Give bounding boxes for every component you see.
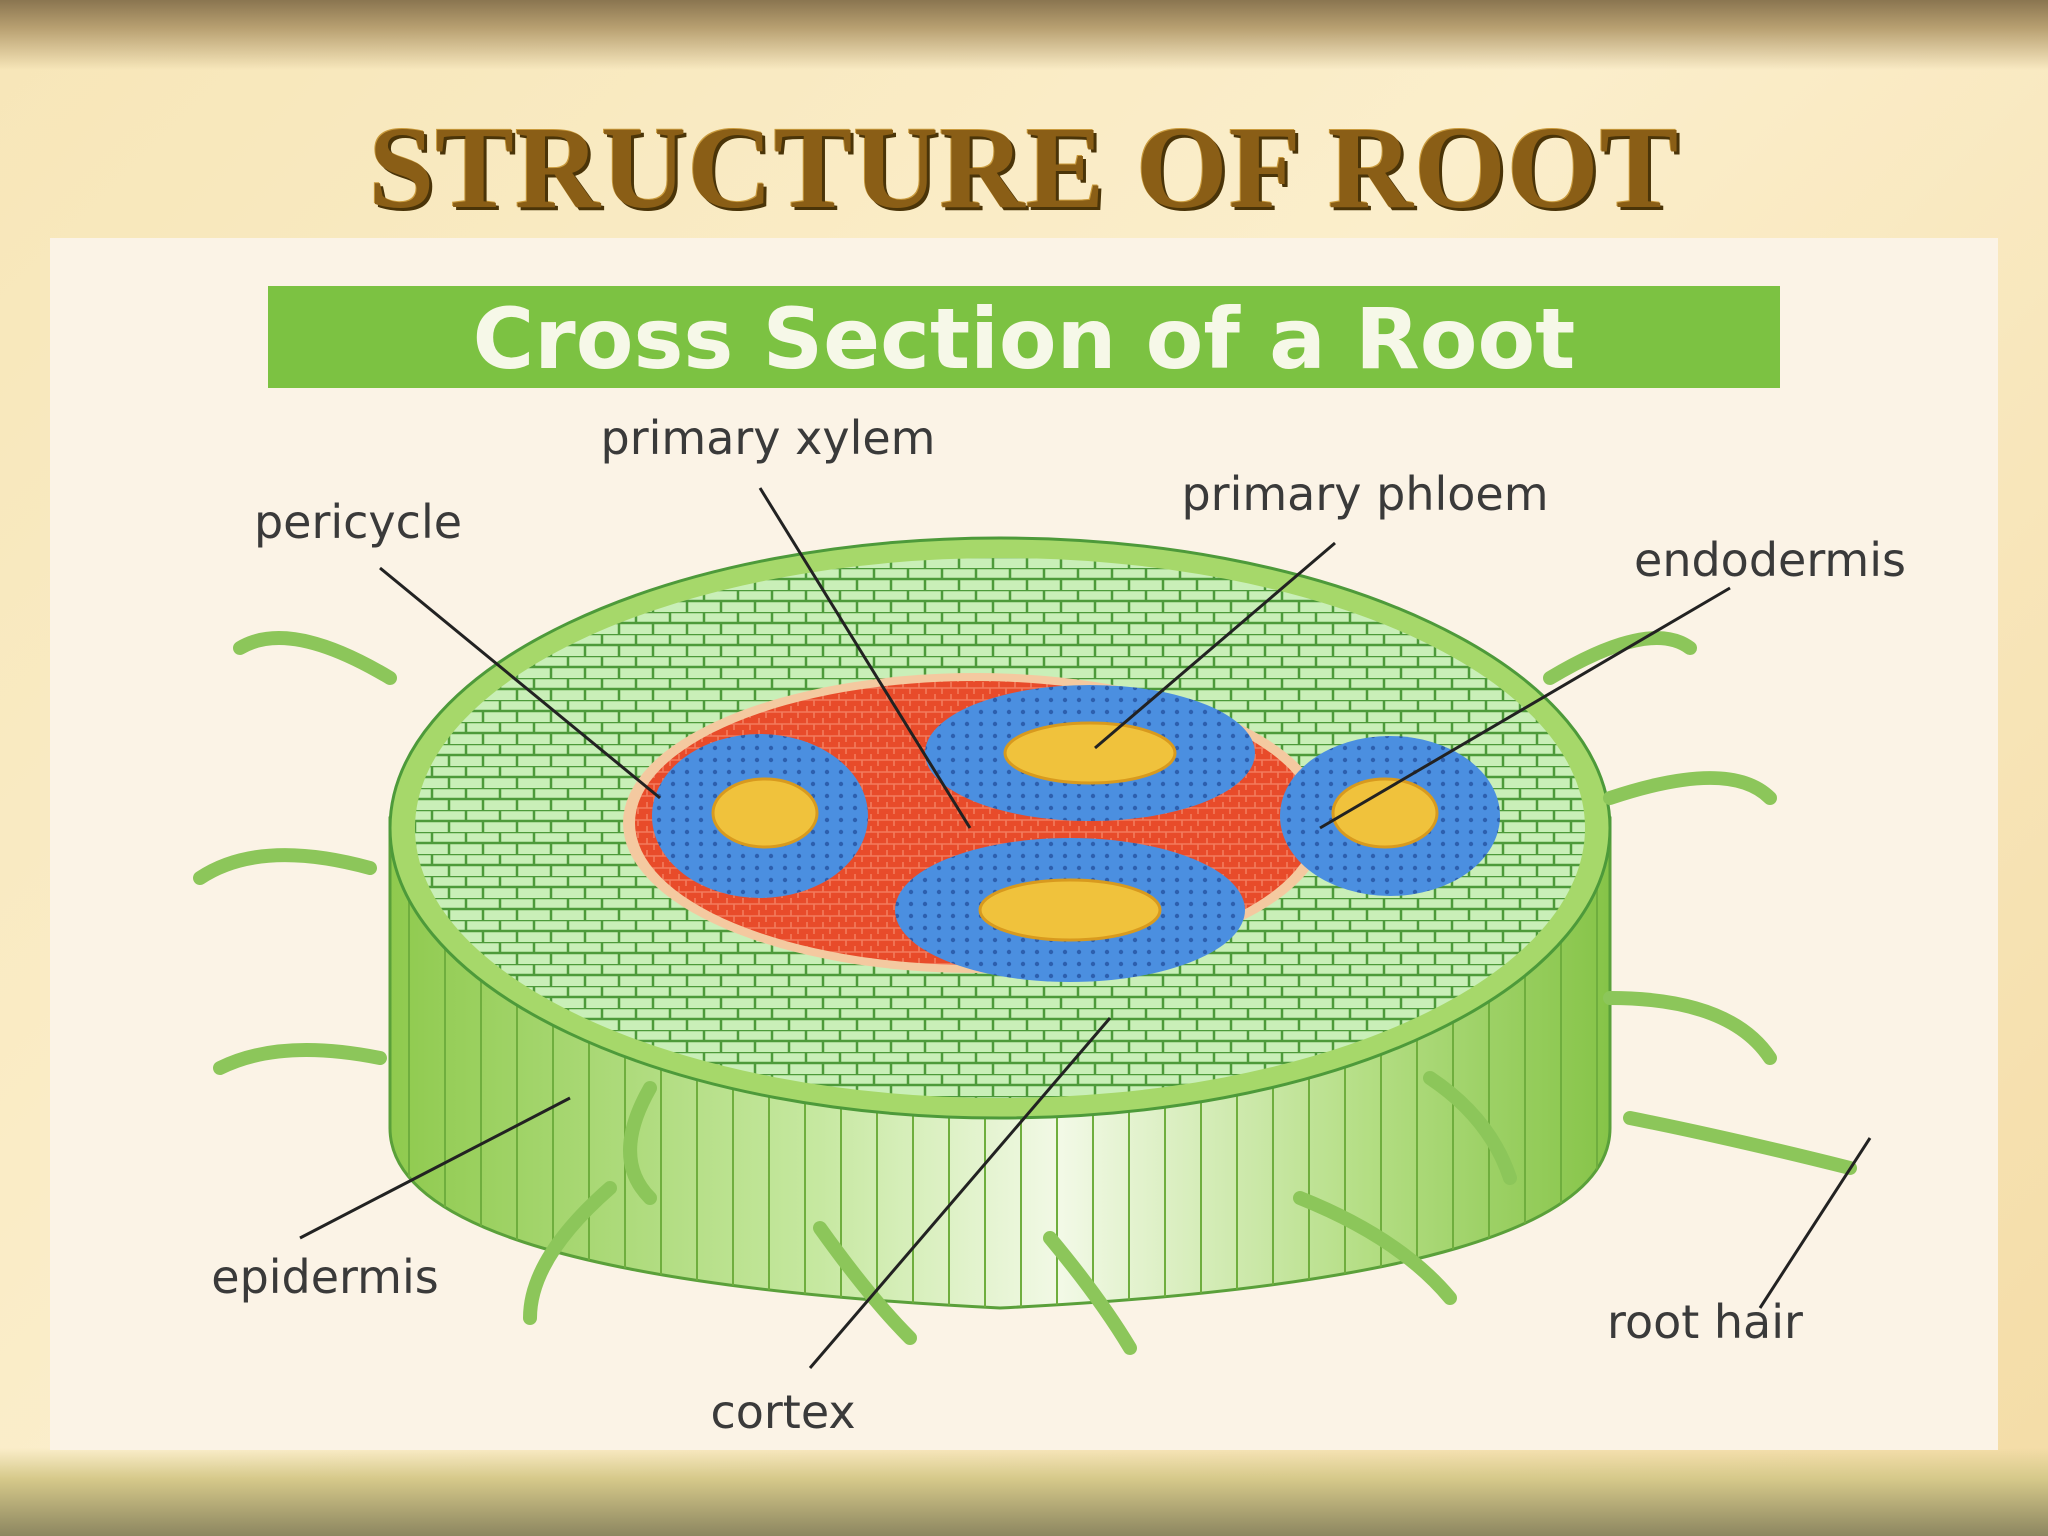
root-hair (213, 1043, 387, 1075)
leader-pericycle (379, 566, 661, 800)
vascular-bundle-left (652, 734, 868, 898)
vascular-bundle-bottom (895, 838, 1245, 982)
slide-title: STRUCTURE OF ROOT (368, 102, 1680, 233)
label-root-hair: root hair (1607, 1295, 1803, 1349)
phloem-patch (978, 878, 1162, 942)
root-hair (1043, 1231, 1137, 1355)
root-hair (1543, 631, 1697, 685)
label-pericycle: pericycle (254, 495, 462, 549)
phloem-patch (1003, 721, 1177, 785)
root-hair (193, 848, 377, 885)
root-hair (1293, 1191, 1457, 1305)
heading-background (268, 286, 1780, 388)
diagram-heading: Cross Section of a Root (473, 290, 1576, 388)
root-hair (1423, 1071, 1517, 1185)
root-hair (1603, 771, 1777, 805)
label-cortex: cortex (710, 1385, 855, 1439)
vascular-bundle-right (1280, 736, 1500, 896)
label-endodermis: endodermis (1634, 533, 1906, 587)
label-primary-xylem: primary xylem (601, 411, 936, 465)
vascular-bundle-top (925, 685, 1255, 821)
heading-band: Cross Section of a Root (268, 286, 1780, 388)
leader-lines (299, 487, 1872, 1369)
root-cylinder (388, 536, 1612, 1310)
phloem-patch (711, 777, 819, 849)
phloem-patch (1331, 777, 1439, 849)
root-hair (523, 1181, 617, 1325)
root-hair (233, 631, 397, 685)
label-epidermis: epidermis (211, 1250, 438, 1304)
leader-epidermis (299, 1096, 571, 1240)
bottom-decorative-band (0, 1448, 2048, 1536)
root-hair (623, 1081, 657, 1205)
label-primary-phloem: primary phloem (1181, 467, 1548, 521)
leader-primary-xylem (758, 487, 972, 829)
leader-root-hair (1758, 1137, 1872, 1309)
root-hair (1623, 1111, 1857, 1175)
leader-primary-phloem (1094, 541, 1336, 750)
root-hair (813, 1221, 917, 1345)
leader-cortex (808, 1017, 1112, 1369)
root-hairs (193, 631, 1857, 1355)
leader-endodermis (1319, 586, 1731, 830)
root-cross-section-diagram: Cross Section of a Root (193, 286, 1906, 1439)
root-hair (1603, 991, 1777, 1065)
diagram-panel: Cross Section of a Root (50, 238, 1998, 1450)
top-decorative-band (0, 0, 2048, 70)
